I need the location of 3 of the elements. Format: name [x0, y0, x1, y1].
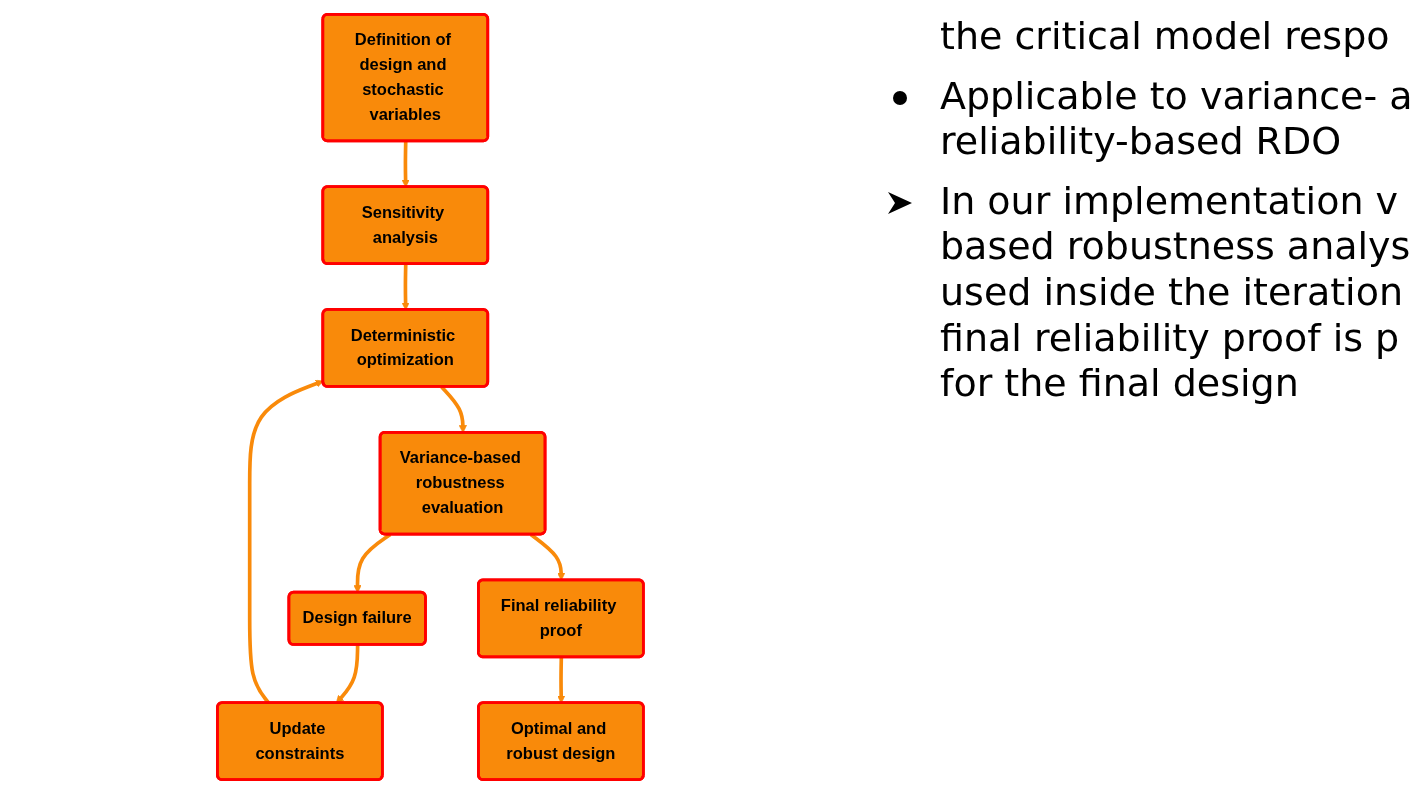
bullet-text: In our implementation v based robustness analys used inside the iteration final reliability proof is p for the final design [940, 178, 1412, 407]
bullet-text: Applicable to variance- a reliability-based RDO [940, 73, 1414, 165]
bullet-text: the critical model respo [940, 14, 1390, 60]
